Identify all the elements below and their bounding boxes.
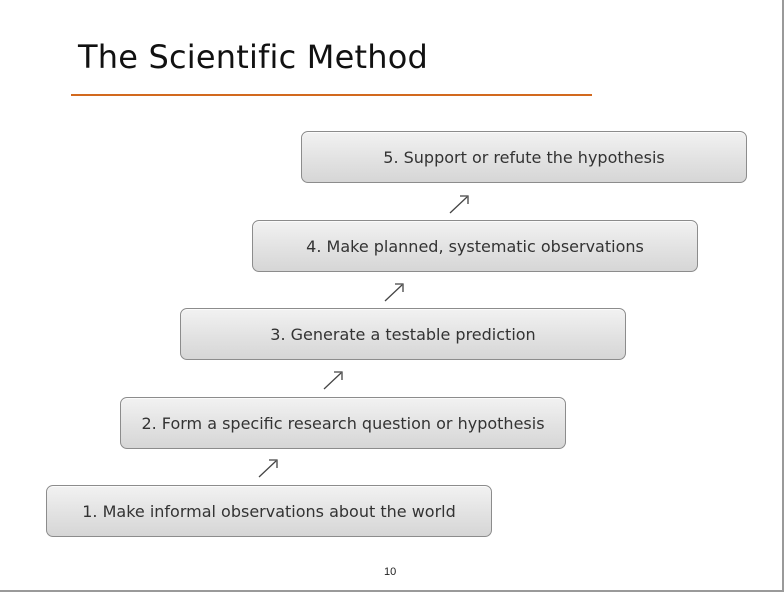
step-2-label: 2. Form a specific research question or … <box>141 413 545 433</box>
step-4-label: 4. Make planned, systematic observations <box>306 236 644 256</box>
step-4-box: 4. Make planned, systematic observations <box>252 220 698 272</box>
slide-title: The Scientific Method <box>78 38 429 76</box>
arrow-up-right-icon <box>384 283 404 302</box>
step-3-box: 3. Generate a testable prediction <box>180 308 626 360</box>
arrow-up-right-icon <box>258 459 278 478</box>
page-number: 10 <box>384 566 397 578</box>
arrow-up-right-icon <box>449 195 469 214</box>
step-5-label: 5. Support or refute the hypothesis <box>383 147 665 167</box>
title-underline <box>71 94 592 96</box>
step-1-label: 1. Make informal observations about the … <box>82 501 456 521</box>
step-2-box: 2. Form a specific research question or … <box>120 397 566 449</box>
step-1-box: 1. Make informal observations about the … <box>46 485 492 537</box>
arrow-up-right-icon <box>323 371 343 390</box>
step-3-label: 3. Generate a testable prediction <box>270 324 536 344</box>
step-5-box: 5. Support or refute the hypothesis <box>301 131 747 183</box>
